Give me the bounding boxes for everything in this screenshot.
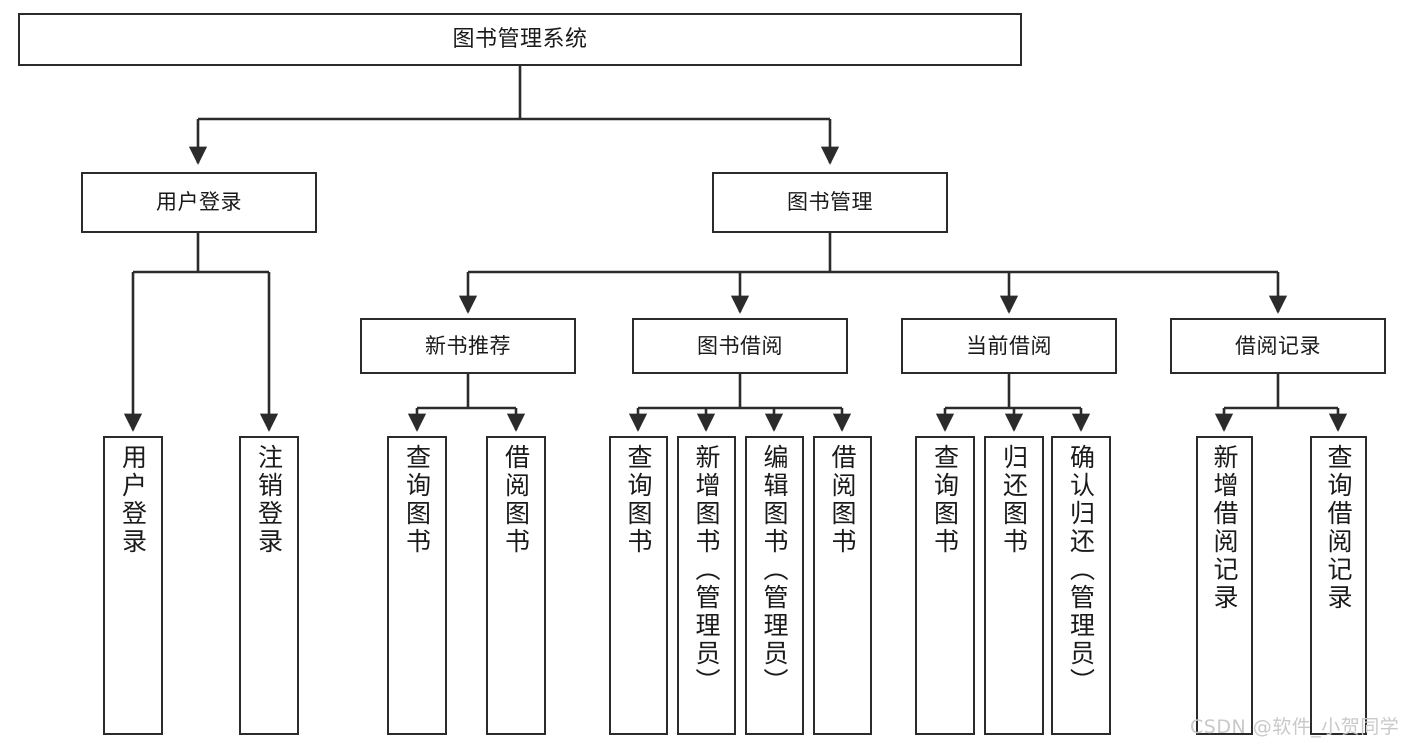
node-book-borrow[interactable]: 图书借阅 [632, 318, 848, 374]
node-leaf-add-record[interactable]: 新增借阅记录 [1196, 436, 1253, 735]
node-leaf-logout[interactable]: 注销登录 [239, 436, 299, 735]
node-leaf-add-record-label: 新增借阅记录 [1210, 444, 1239, 612]
node-current-borrow-label: 当前借阅 [966, 333, 1052, 358]
node-leaf-borrow-book-1-label: 借阅图书 [501, 444, 531, 556]
node-leaf-query-book-2[interactable]: 查询图书 [609, 436, 668, 735]
node-leaf-query-record-label: 查询借阅记录 [1324, 444, 1353, 612]
node-leaf-borrow-book-2-label: 借阅图书 [828, 444, 857, 556]
node-leaf-return-book-label: 归还图书 [999, 444, 1029, 556]
node-leaf-query-book-1[interactable]: 查询图书 [387, 436, 447, 735]
node-leaf-query-book-2-label: 查询图书 [624, 444, 653, 556]
node-leaf-borrow-book-1[interactable]: 借阅图书 [486, 436, 546, 735]
node-leaf-confirm-return-label: 确认归还（管理员） [1066, 444, 1096, 696]
node-leaf-return-book[interactable]: 归还图书 [984, 436, 1044, 735]
node-borrow-record[interactable]: 借阅记录 [1170, 318, 1386, 374]
node-borrow-record-label: 借阅记录 [1235, 333, 1321, 358]
node-user-login-label: 用户登录 [156, 190, 242, 215]
node-root[interactable]: 图书管理系统 [18, 13, 1022, 66]
node-leaf-user-login[interactable]: 用户登录 [103, 436, 163, 735]
csdn-watermark: CSDN @软件_小贺同学 [1190, 716, 1400, 738]
node-user-login[interactable]: 用户登录 [81, 172, 317, 233]
node-leaf-add-book[interactable]: 新增图书（管理员） [677, 436, 736, 735]
node-leaf-user-login-label: 用户登录 [118, 444, 148, 556]
node-leaf-query-book-3[interactable]: 查询图书 [915, 436, 975, 735]
node-leaf-borrow-book-2[interactable]: 借阅图书 [813, 436, 872, 735]
node-leaf-edit-book[interactable]: 编辑图书（管理员） [745, 436, 804, 735]
node-current-borrow[interactable]: 当前借阅 [901, 318, 1117, 374]
node-leaf-query-book-3-label: 查询图书 [930, 444, 960, 556]
node-leaf-query-record[interactable]: 查询借阅记录 [1310, 436, 1367, 735]
node-leaf-query-book-1-label: 查询图书 [402, 444, 432, 556]
node-leaf-edit-book-label: 编辑图书（管理员） [760, 444, 789, 696]
node-leaf-add-book-label: 新增图书（管理员） [692, 444, 721, 696]
node-book-manage-label: 图书管理 [787, 190, 873, 215]
node-leaf-confirm-return[interactable]: 确认归还（管理员） [1051, 436, 1111, 735]
node-root-label: 图书管理系统 [452, 26, 588, 52]
node-new-book-recommend-label: 新书推荐 [425, 333, 511, 358]
node-leaf-logout-label: 注销登录 [254, 444, 284, 556]
node-book-manage[interactable]: 图书管理 [712, 172, 948, 233]
node-new-book-recommend[interactable]: 新书推荐 [360, 318, 576, 374]
node-book-borrow-label: 图书借阅 [697, 333, 783, 358]
